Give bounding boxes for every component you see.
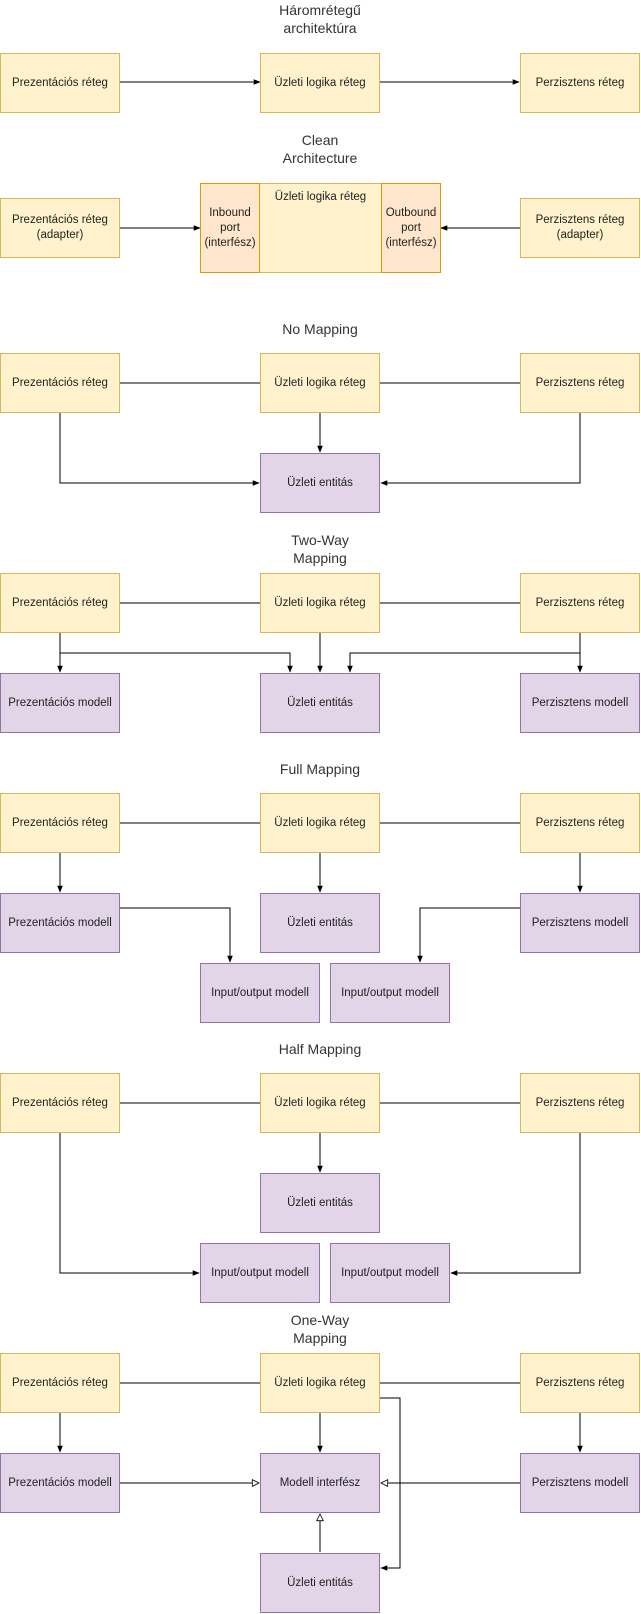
edge-d6-pres-io (59, 1133, 200, 1276)
persistence-layer-box: Perzisztens réteg (520, 793, 640, 853)
persistence-adapter-box: Perzisztens réteg (adapter) (520, 198, 640, 258)
business-entity-box: Üzleti entitás (260, 453, 380, 513)
business-entity-box: Üzleti entitás (260, 673, 380, 733)
business-logic-layer-box: Üzleti logika réteg (260, 1353, 380, 1413)
persistence-layer-box: Perzisztens réteg (520, 1353, 640, 1413)
business-logic-layer-box: Üzleti logika réteg (260, 573, 380, 633)
input-output-model-box-left: Input/output modell (200, 1243, 320, 1303)
presentation-layer-box: Prezentációs réteg (0, 1353, 120, 1413)
edge-d3-pres-entity (59, 413, 260, 486)
persistence-layer-box: Perzisztens réteg (520, 1073, 640, 1133)
edge-d3-pers-entity (380, 413, 581, 486)
presentation-model-box: Prezentációs modell (0, 673, 120, 733)
business-logic-layer-box: Üzleti logika réteg (260, 353, 380, 413)
presentation-layer-box: Prezentációs réteg (0, 353, 120, 413)
diagram-title-clean-architecture: Clean Architecture (282, 132, 358, 166)
edge-d5-presmodel-io (120, 907, 233, 963)
business-entity-box: Üzleti entitás (260, 1553, 380, 1613)
edge-d6-pers-io (450, 1133, 581, 1276)
inbound-port-box: Inbound port (interfész) (200, 183, 260, 273)
input-output-model-box-right: Input/output modell (330, 963, 450, 1023)
diagram-title-no-mapping: No Mapping (282, 321, 358, 337)
outbound-port-box: Outbound port (interfész) (381, 183, 441, 273)
persistence-layer-box: Perzisztens réteg (520, 53, 640, 113)
diagram-title-two-way-mapping: Two-Way Mapping (291, 532, 349, 566)
input-output-model-box-left: Input/output modell (200, 963, 320, 1023)
persistence-model-box: Perzisztens modell (520, 1453, 640, 1513)
edge-d4-pers-entity (347, 652, 580, 673)
business-entity-box: Üzleti entitás (260, 1173, 380, 1233)
persistence-layer-box: Perzisztens réteg (520, 353, 640, 413)
presentation-layer-box: Prezentációs réteg (0, 573, 120, 633)
presentation-layer-box: Prezentációs réteg (0, 53, 120, 113)
model-interface-box: Modell interfész (260, 1453, 380, 1513)
diagram-title-three-tier: Háromrétegű architektúra (279, 2, 361, 36)
diagram-title-full-mapping: Full Mapping (279, 761, 361, 777)
diagram-title-one-way-mapping: One-Way Mapping (290, 1312, 350, 1346)
business-entity-box: Üzleti entitás (260, 893, 380, 953)
business-logic-layer-box: Üzleti logika réteg (260, 53, 380, 113)
business-logic-layer-box: Üzleti logika réteg (260, 1073, 380, 1133)
persistence-layer-box: Perzisztens réteg (520, 573, 640, 633)
presentation-layer-box: Prezentációs réteg (0, 1073, 120, 1133)
diagram-title-half-mapping: Half Mapping (278, 1041, 362, 1057)
business-logic-layer-box: Üzleti logika réteg (260, 793, 380, 853)
edge-d5-persmodel-io (417, 907, 520, 963)
presentation-layer-box: Prezentációs réteg (0, 793, 120, 853)
presentation-model-box: Prezentációs modell (0, 893, 120, 953)
edge-d7-logic-entity (380, 1397, 401, 1571)
edge-d4-pres-entity (60, 652, 293, 673)
presentation-adapter-box: Prezentációs réteg (adapter) (0, 198, 120, 258)
input-output-model-box-right: Input/output modell (330, 1243, 450, 1303)
persistence-model-box: Perzisztens modell (520, 673, 640, 733)
presentation-model-box: Prezentációs modell (0, 1453, 120, 1513)
persistence-model-box: Perzisztens modell (520, 893, 640, 953)
